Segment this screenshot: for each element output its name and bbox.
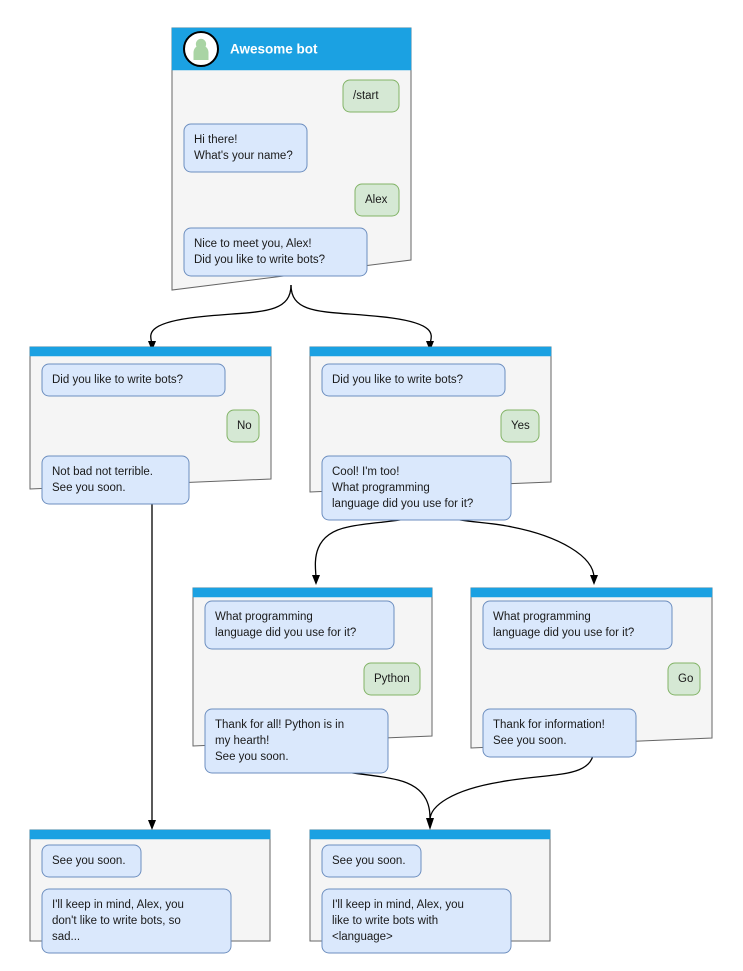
flow-node-end-happy[interactable]: See you soon. I'll keep in mind, Alex, yo… <box>309 829 551 954</box>
edge-arrowhead <box>148 341 156 351</box>
message-line: don't like to write bots, so <box>52 915 181 927</box>
message-line: Thank for all! Python is in <box>215 719 344 731</box>
message-line: I'll keep in mind, Alex, you <box>52 899 184 911</box>
user-message-bubble[interactable] <box>226 409 260 443</box>
node-header-bar <box>29 829 271 840</box>
bot-message-bubble[interactable] <box>482 600 673 650</box>
bot-message-bubble[interactable] <box>321 844 422 878</box>
message-line: /start <box>353 90 379 102</box>
message-line: Not bad not terrible. <box>52 466 153 478</box>
message-line: my hearth! <box>215 735 269 747</box>
edge-arrowhead <box>312 575 320 585</box>
node-header-title: Awesome bot <box>230 42 318 57</box>
bot-message-bubble[interactable] <box>41 888 232 954</box>
node-header-bar <box>470 587 713 598</box>
message-line: I'll keep in mind, Alex, you <box>332 899 464 911</box>
message-line: See you soon. <box>52 855 126 867</box>
message-line: Did you like to write bots? <box>194 254 325 266</box>
bot-message-bubble[interactable] <box>41 363 226 397</box>
edge-arrowhead <box>426 341 434 351</box>
message-line: No <box>237 420 252 432</box>
message-line: Thank for information! <box>493 719 605 731</box>
message-line: Yes <box>511 420 530 432</box>
edge-root-to-yes <box>290 284 432 346</box>
edge-root-to-no <box>150 284 292 346</box>
edge-arrowhead <box>426 818 434 830</box>
message-line: like to write bots with <box>332 915 438 927</box>
message-line: What programming <box>332 482 430 494</box>
node-header-bar <box>309 346 552 357</box>
message-line: See you soon. <box>493 735 567 747</box>
message-line: See you soon. <box>215 751 289 763</box>
node-layer: Awesome bot/start Hi there! What's your na… <box>29 27 713 954</box>
message-line: <language> <box>332 931 393 943</box>
user-message-bubble[interactable] <box>667 662 701 696</box>
message-line: language did you use for it? <box>493 627 634 639</box>
flow-node-python-branch[interactable]: What programming language did you use for… <box>192 587 433 774</box>
node-header-bar <box>309 829 551 840</box>
message-line: What programming <box>215 611 313 623</box>
user-message-bubble[interactable] <box>363 662 421 696</box>
bot-message-bubble[interactable] <box>204 708 389 774</box>
flow-node-end-sad[interactable]: See you soon. I'll keep in mind, Alex, yo… <box>29 829 271 954</box>
bot-message-bubble[interactable] <box>482 708 637 758</box>
bot-message-bubble[interactable] <box>204 600 395 650</box>
bot-message-bubble[interactable] <box>321 363 506 397</box>
avatar-body-shape <box>193 45 209 60</box>
flow-node-root[interactable]: Awesome bot/start Hi there! What's your na… <box>171 27 412 291</box>
user-message-bubble[interactable] <box>500 409 540 443</box>
edge-go-to-end-happy <box>429 747 595 821</box>
flow-node-go-branch[interactable]: What programming language did you use for… <box>470 587 713 758</box>
message-line: Did you like to write bots? <box>52 374 183 386</box>
edge-arrowhead <box>148 820 156 830</box>
node-header-bar <box>192 587 433 598</box>
message-line: Did you like to write bots? <box>332 374 463 386</box>
bot-message-bubble[interactable] <box>41 844 142 878</box>
message-line: See you soon. <box>332 855 406 867</box>
message-line: language did you use for it? <box>215 627 356 639</box>
message-line: Nice to meet you, Alex! <box>194 238 312 250</box>
bot-message-bubble[interactable] <box>183 227 368 277</box>
message-line: Go <box>678 673 693 685</box>
bot-message-bubble[interactable] <box>321 888 512 954</box>
node-header-bar <box>29 346 272 357</box>
message-line: Hi there! <box>194 134 237 146</box>
user-message-bubble[interactable] <box>342 79 400 113</box>
message-line: Alex <box>365 194 388 206</box>
edge-arrowhead <box>590 575 598 585</box>
user-message-bubble[interactable] <box>354 183 400 217</box>
message-line: What programming <box>493 611 591 623</box>
message-line: Cool! I'm too! <box>332 466 399 478</box>
message-line: Python <box>374 673 410 685</box>
message-line: sad... <box>52 931 80 943</box>
bot-message-bubble[interactable] <box>183 123 308 173</box>
message-line: language did you use for it? <box>332 498 473 510</box>
message-line: See you soon. <box>52 482 126 494</box>
message-line: What's your name? <box>194 150 293 162</box>
bot-message-bubble[interactable] <box>41 455 190 505</box>
bot-message-bubble[interactable] <box>321 455 512 521</box>
